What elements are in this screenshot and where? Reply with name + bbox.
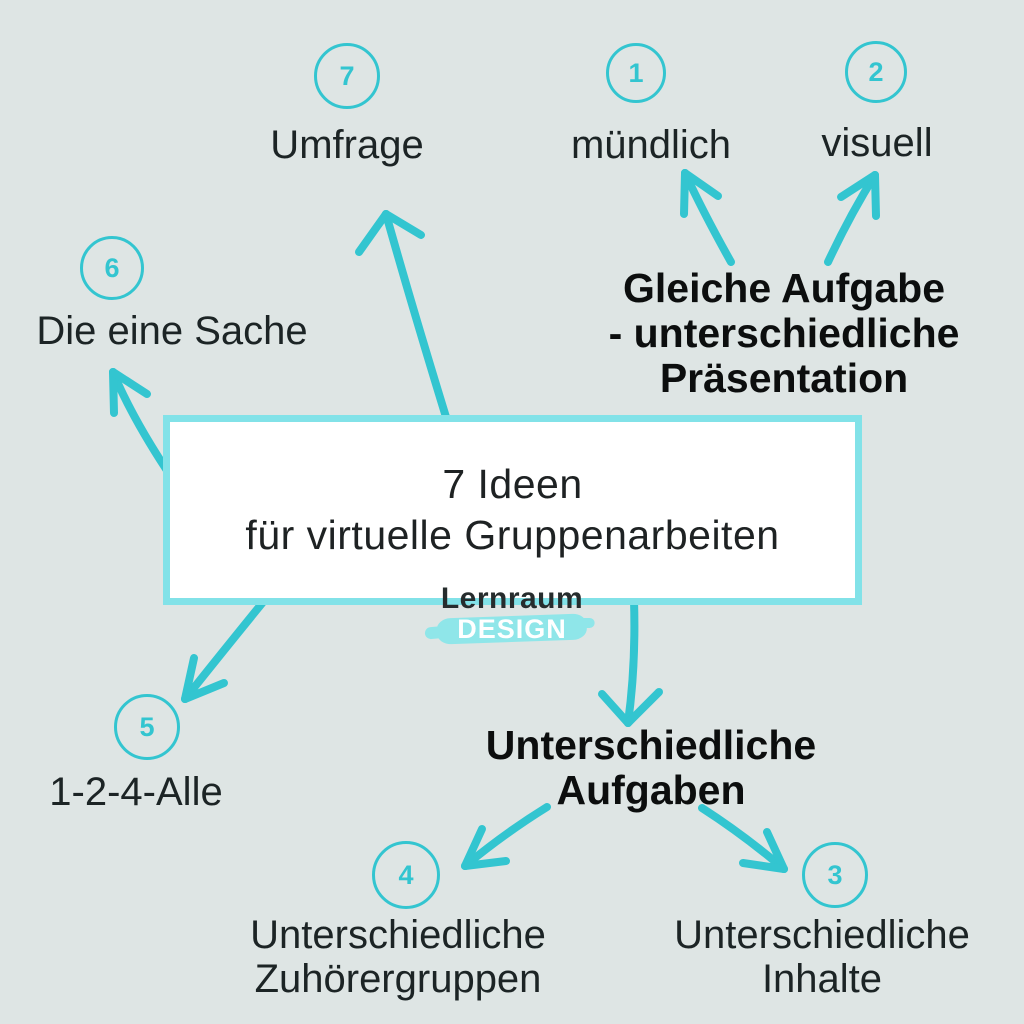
center-title: 7 Ideen für virtuelle Gruppenarbeiten <box>245 459 779 561</box>
heading-line: - unterschiedliche <box>608 310 960 356</box>
heading-line: Aufgaben <box>556 767 746 813</box>
center-title-line2: für virtuelle Gruppenarbeiten <box>245 512 780 558</box>
lernraum-design-logo: Lernraum DESIGN <box>436 582 588 645</box>
logo-sub-wrap: DESIGN <box>436 613 588 645</box>
heading-gleiche-aufgabe: Gleiche Aufgabe - unterschiedliche Präse… <box>609 266 960 401</box>
arrow-to-muendlich <box>680 169 735 266</box>
node-label-die-eine-sache: Die eine Sache <box>36 309 308 353</box>
node-label-muendlich: mündlich <box>570 123 732 167</box>
heading-unterschiedliche-aufgaben: Unterschiedliche Aufgaben <box>486 723 816 813</box>
center-title-line1: 7 Ideen <box>442 461 583 507</box>
number-badge-4: 4 <box>372 841 440 909</box>
heading-line: Präsentation <box>659 355 909 401</box>
arrow-to-visuell <box>824 171 880 266</box>
node-label-1-2-4-alle: 1-2-4-Alle <box>49 770 223 814</box>
arrow-to-unterschiedliche-aufgaben <box>598 596 663 727</box>
badge-number: 4 <box>398 859 414 890</box>
logo-subtitle: DESIGN <box>457 613 567 644</box>
badge-number: 5 <box>139 711 155 742</box>
number-badge-7: 7 <box>314 43 380 109</box>
number-badge-2: 2 <box>845 41 907 103</box>
arrow-to-umfrage <box>355 210 454 434</box>
badge-number: 1 <box>628 57 644 88</box>
node-label-inhalte: Unterschiedliche Inhalte <box>674 913 970 1001</box>
arrow-to-1-2-4-alle <box>181 592 272 703</box>
number-badge-3: 3 <box>802 842 868 908</box>
badge-number: 2 <box>868 56 884 87</box>
label-line: Inhalte <box>761 957 883 1001</box>
node-label-visuell: visuell <box>821 121 933 165</box>
arrow-to-inhalte <box>698 804 788 873</box>
number-badge-5: 5 <box>114 694 180 760</box>
label-line: Unterschiedliche <box>250 913 546 957</box>
logo-wordmark: Lernraum <box>440 582 584 615</box>
label-line: Zuhörergruppen <box>254 957 542 1001</box>
badge-number: 6 <box>104 252 120 283</box>
center-title-box: 7 Ideen für virtuelle Gruppenarbeiten <box>163 415 862 605</box>
node-label-zuhoerergruppen: Unterschiedliche Zuhörergruppen <box>250 913 546 1001</box>
arrow-to-zuhoerergruppen <box>461 803 551 870</box>
badge-number: 3 <box>827 859 843 890</box>
badge-number: 7 <box>339 60 355 91</box>
heading-line: Unterschiedliche <box>485 722 817 768</box>
number-badge-1: 1 <box>606 43 666 103</box>
heading-line: Gleiche Aufgabe <box>623 265 945 311</box>
number-badge-6: 6 <box>80 236 144 300</box>
label-line: Unterschiedliche <box>674 913 970 957</box>
node-label-umfrage: Umfrage <box>270 123 424 167</box>
